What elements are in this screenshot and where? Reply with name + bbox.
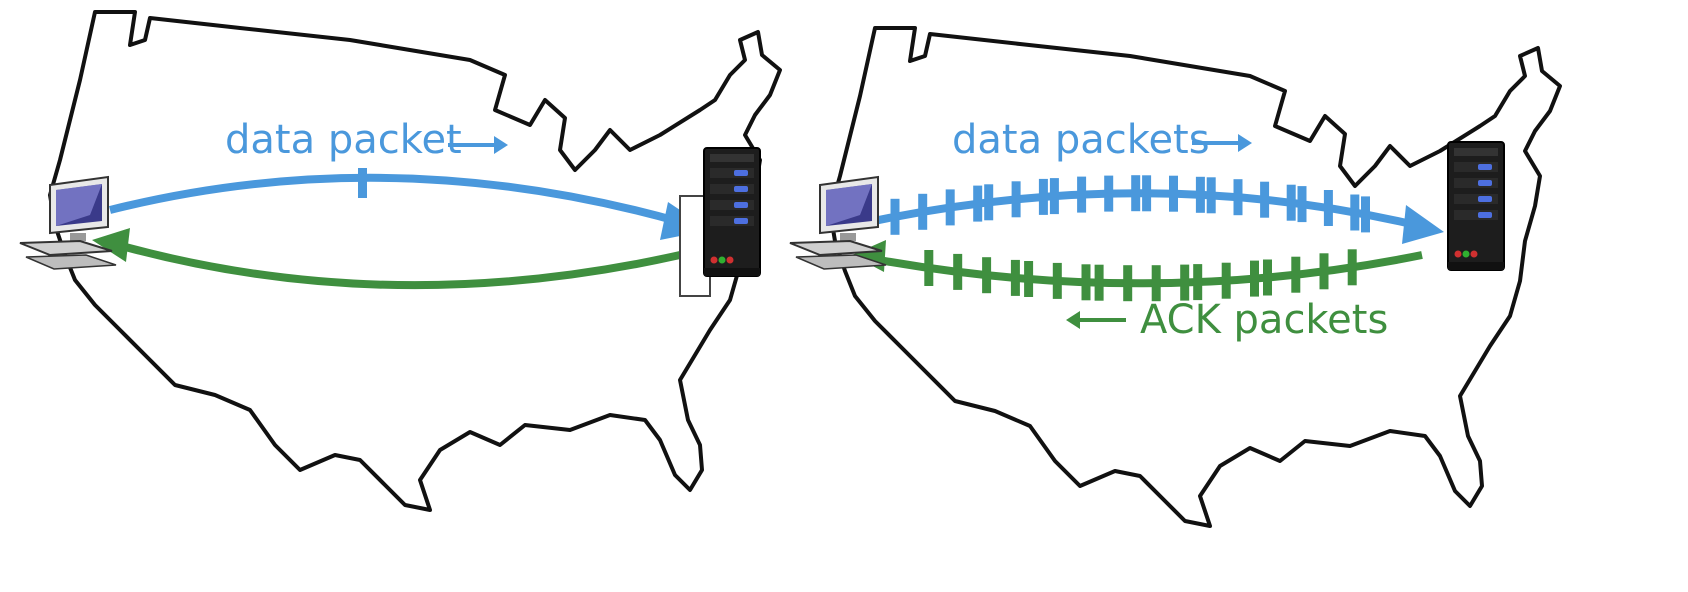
ack-packet (1291, 256, 1301, 293)
computer-icon (19, 176, 117, 270)
data-packets-label: data packets (952, 117, 1210, 163)
ack-packets-label: ACK packets (1140, 297, 1388, 343)
ack-packet (1024, 261, 1034, 297)
ack-packet (1094, 264, 1104, 301)
ack-link-arrow (116, 241, 681, 290)
right-arrow-icon (448, 136, 508, 154)
data-packet (1011, 181, 1021, 218)
ack-packet (953, 253, 963, 290)
ack-packet (1151, 265, 1161, 302)
ack-packet (1193, 264, 1203, 301)
ack-packet (1347, 249, 1357, 286)
ack-packet (1010, 259, 1020, 296)
data-packet (1131, 175, 1141, 212)
data-packet (1038, 178, 1048, 215)
data-packet (1361, 196, 1370, 233)
left-arrow-icon (1066, 311, 1126, 329)
data-packet-label: data packet (225, 117, 462, 163)
data-packet (1104, 175, 1114, 212)
ack-packet (924, 250, 934, 286)
ack-packet (1123, 265, 1133, 302)
data-packet (1169, 175, 1178, 212)
ack-packet (1081, 264, 1091, 301)
data-arrowhead (1402, 205, 1444, 244)
data-packet (1049, 178, 1059, 215)
data-packet (1297, 186, 1307, 223)
data-packet (918, 193, 928, 230)
data-packet (1142, 175, 1152, 212)
server-icon (703, 147, 761, 277)
data-link-arrow (854, 189, 1429, 232)
data-packet (1206, 177, 1216, 214)
data-packet (973, 185, 983, 222)
data-packet (1077, 176, 1087, 213)
data-packet (1195, 176, 1205, 213)
right-panel-overlays: data packets ACK packets (789, 117, 1505, 343)
ack-packet (1221, 262, 1231, 299)
data-packet (984, 184, 994, 221)
data-packet (1260, 181, 1270, 218)
right-arrow-icon (1192, 134, 1252, 152)
data-packet (1286, 184, 1296, 221)
ack-packet (1263, 259, 1272, 296)
data-packets-group (890, 175, 1370, 235)
ack-packets-group (924, 249, 1357, 302)
ack-packet (1180, 264, 1190, 301)
ack-link-arrow (867, 251, 1423, 288)
server-icon (1447, 141, 1505, 271)
ack-packet (1052, 262, 1062, 299)
data-packet (890, 198, 900, 235)
ack-packet (1319, 253, 1329, 290)
left-panel: data packet (19, 10, 782, 512)
ack-packet (1250, 260, 1259, 297)
data-packet (945, 189, 955, 226)
data-packet (358, 168, 367, 198)
ack-arrowhead (92, 228, 130, 262)
ack-packet (982, 257, 992, 294)
data-packet (1350, 194, 1360, 231)
data-packet (1233, 179, 1243, 216)
data-link-arrow (109, 173, 682, 226)
data-packet (1323, 190, 1333, 226)
